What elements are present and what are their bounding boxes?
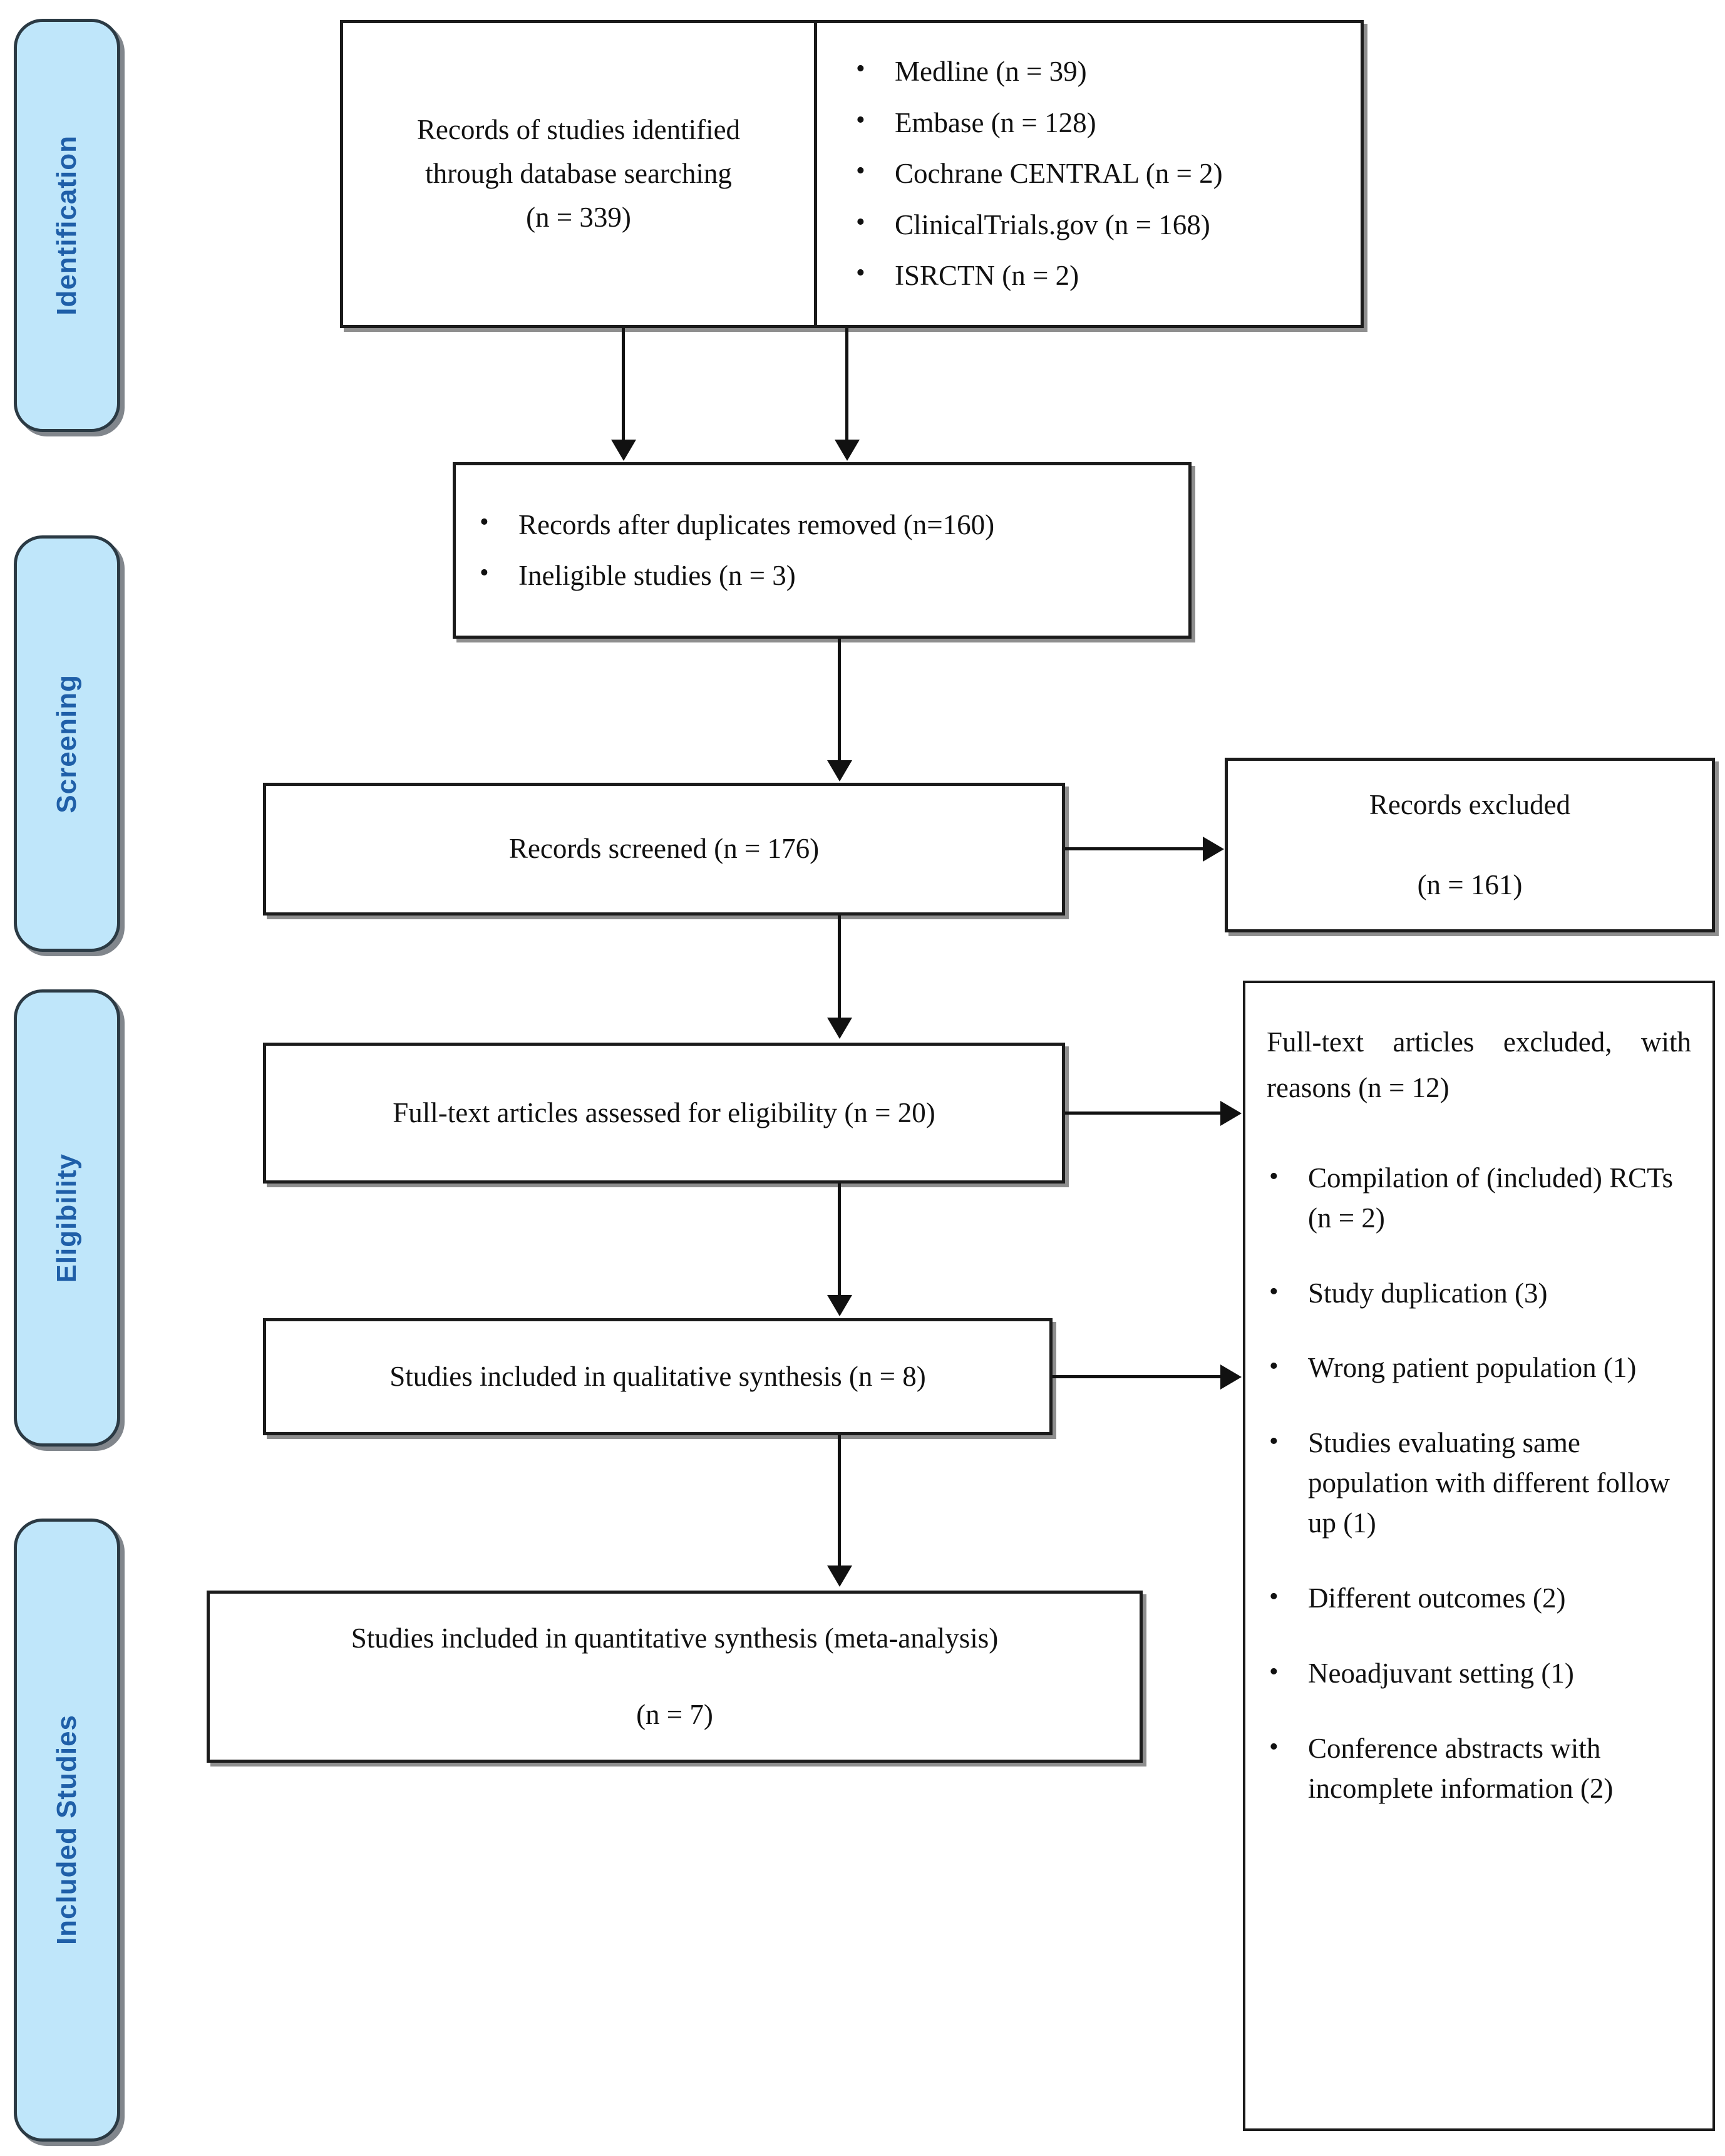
identification-box: Records of studies identified through da… [340, 20, 1364, 328]
connector-duplicates-to-screened [838, 639, 841, 761]
list-item: Study duplication (3) [1259, 1272, 1702, 1314]
stage-label-identification: Identification [51, 135, 82, 316]
records-excluded-box: Records excluded (n = 161) [1225, 758, 1715, 932]
records-identified-cell: Records of studies identified through da… [343, 23, 817, 325]
list-item: Neoadjuvant setting (1) [1259, 1653, 1702, 1694]
connector-identification-to-duplicates-left [622, 328, 625, 441]
records-after-duplicates-box: Records after duplicates removed (n=160)… [453, 462, 1192, 639]
duplicates-list: Records after duplicates removed (n=160)… [470, 503, 1170, 597]
stage-pill-identification: Identification [14, 19, 120, 432]
list-item: Embase (n = 128) [846, 101, 1342, 145]
records-screened-text: Records screened (n = 176) [508, 833, 820, 865]
stage-pill-eligibility: Eligibility [14, 989, 120, 1447]
arrowhead-duplicates-to-screened [827, 760, 852, 781]
duplicates-list-wrap: Records after duplicates removed (n=160)… [456, 503, 1188, 597]
fulltext-excluded-box: Full-text articles excluded, with reason… [1243, 981, 1715, 2131]
list-item: Records after duplicates removed (n=160) [470, 503, 1170, 547]
stage-pill-screening: Screening [14, 535, 120, 952]
exclusion-reasons-list: Compilation of (included) RCTs (n = 2) S… [1259, 1157, 1702, 1809]
arrowhead-identification-to-duplicates-left [611, 440, 636, 461]
stage-label-screening: Screening [51, 674, 82, 813]
arrowhead-screened-to-excluded [1203, 837, 1224, 862]
exclusion-reasons-wrap: Compilation of (included) RCTs (n = 2) S… [1245, 1157, 1712, 1844]
records-identified-line1: Records of studies identified [416, 114, 741, 146]
records-screened-box: Records screened (n = 176) [263, 783, 1065, 916]
records-identified-line2: through database searching [425, 158, 732, 190]
arrowhead-fulltext-to-qualitative [827, 1295, 852, 1316]
connector-fulltext-to-qualitative [838, 1184, 841, 1296]
fulltext-excluded-heading: Full-text articles excluded, with reason… [1267, 1026, 1691, 1103]
quantitative-synthesis-box: Studies included in quantitative synthes… [207, 1591, 1143, 1763]
records-identified-text: Records of studies identified through da… [401, 108, 756, 239]
connector-identification-to-duplicates-right [845, 328, 848, 441]
connector-qualitative-to-excluded [1053, 1375, 1222, 1378]
arrowhead-qualitative-to-excluded [1220, 1364, 1242, 1390]
arrowhead-screened-to-fulltext [827, 1018, 852, 1039]
list-item: Wrong patient population (1) [1259, 1347, 1702, 1388]
list-item: Studies evaluating same population with … [1259, 1422, 1702, 1544]
quantitative-synthesis-line2: (n = 7) [636, 1698, 713, 1730]
database-sources-cell: Medline (n = 39) Embase (n = 128) Cochra… [817, 23, 1361, 325]
arrowhead-identification-to-duplicates-right [835, 440, 860, 461]
list-item: ISRCTN (n = 2) [846, 254, 1342, 297]
connector-qualitative-to-quantitative [838, 1435, 841, 1567]
records-excluded-line1: Records excluded [1369, 788, 1571, 820]
list-item: Compilation of (included) RCTs (n = 2) [1259, 1157, 1702, 1239]
qualitative-synthesis-text: Studies included in qualitative synthesi… [389, 1360, 926, 1392]
connector-screened-to-fulltext [838, 916, 841, 1019]
list-item: Cochrane CENTRAL (n = 2) [846, 152, 1342, 195]
arrowhead-qualitative-to-quantitative [827, 1565, 852, 1587]
list-item: Ineligible studies (n = 3) [470, 554, 1170, 597]
quantitative-synthesis-line1: Studies included in quantitative synthes… [351, 1622, 999, 1654]
fulltext-assessed-box: Full-text articles assessed for eligibil… [263, 1043, 1065, 1184]
stage-pill-included-studies: Included Studies [14, 1519, 120, 2142]
database-sources-list: Medline (n = 39) Embase (n = 128) Cochra… [846, 49, 1342, 297]
qualitative-synthesis-box: Studies included in qualitative synthesi… [263, 1318, 1053, 1435]
list-item: Different outcomes (2) [1259, 1577, 1702, 1619]
database-sources-wrap: Medline (n = 39) Embase (n = 128) Cochra… [817, 49, 1361, 297]
records-identified-line3: (n = 339) [526, 201, 631, 233]
list-item: Conference abstracts with incomplete inf… [1259, 1728, 1702, 1809]
list-item: Medline (n = 39) [846, 49, 1342, 93]
stage-label-eligibility: Eligibility [51, 1153, 82, 1283]
connector-fulltext-to-excluded [1065, 1112, 1222, 1115]
list-item: ClinicalTrials.gov (n = 168) [846, 203, 1342, 247]
arrowhead-fulltext-to-excluded [1220, 1101, 1242, 1126]
quantitative-synthesis-text: Studies included in quantitative synthes… [210, 1617, 1140, 1737]
records-excluded-line2: (n = 161) [1417, 869, 1523, 900]
connector-screened-to-excluded [1065, 847, 1204, 850]
fulltext-assessed-text: Full-text articles assessed for eligibil… [393, 1096, 935, 1128]
stage-label-included-studies: Included Studies [51, 1715, 82, 1946]
records-excluded-text: Records excluded (n = 161) [1228, 783, 1712, 907]
